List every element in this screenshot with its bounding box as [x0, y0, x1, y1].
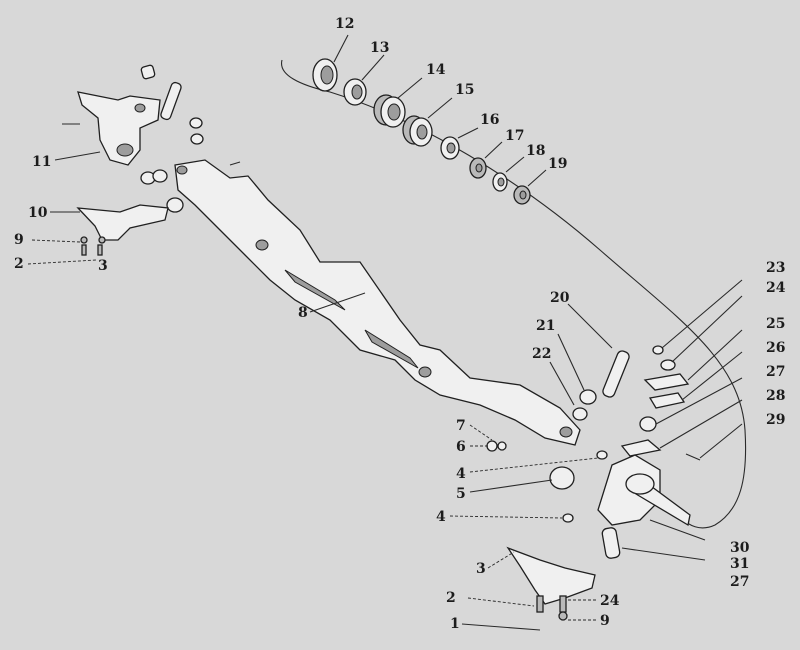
part-13-ring [343, 78, 367, 106]
part-19-cap [513, 185, 531, 205]
callout-6: 6 [456, 439, 466, 455]
part-14-bearing [373, 94, 406, 128]
callout-2-lower: 2 [446, 590, 456, 606]
left-arm-group [27, 204, 169, 265]
callout-31: 31 [730, 556, 749, 572]
callout-24: 24 [766, 280, 786, 296]
part-22-bushing [572, 407, 588, 421]
callout-17: 17 [505, 128, 524, 144]
callout-12: 12 [335, 16, 354, 32]
part-18-washer [492, 172, 508, 192]
callout-4: 4 [456, 466, 466, 482]
callout-20: 20 [550, 290, 570, 306]
callout-26: 26 [766, 340, 785, 356]
bearing-parts-group [281, 34, 747, 529]
part-10-arm [76, 204, 169, 241]
part-12-seal [312, 58, 338, 92]
callout-2: 2 [14, 256, 24, 272]
callout-5: 5 [456, 486, 466, 502]
part-20-pin [602, 350, 630, 398]
callout-25: 25 [766, 316, 785, 332]
callout-21: 21 [536, 318, 555, 334]
callout-15: 15 [455, 82, 474, 98]
hardware-group [449, 424, 608, 523]
callout-8: 8 [298, 305, 308, 321]
lower-arm-group [461, 546, 598, 631]
part-21-bushing [579, 389, 597, 405]
callout-24-lower: 24 [600, 593, 620, 609]
callout-labels: 12 13 14 15 16 17 18 19 11 10 9 2 3 8 20… [14, 16, 786, 632]
callout-3: 3 [98, 258, 108, 274]
right-knuckle-group [597, 279, 743, 561]
callout-23: 23 [766, 260, 785, 276]
callout-28: 28 [766, 388, 785, 404]
callout-11: 11 [32, 154, 51, 170]
callout-27: 27 [766, 364, 785, 380]
callout-30: 30 [730, 540, 750, 556]
part-28-cap [620, 439, 662, 457]
callout-19: 19 [548, 156, 567, 172]
part-23-pin [652, 345, 664, 355]
left-knuckle-group [54, 64, 204, 213]
part-27-bushing [639, 416, 657, 432]
part-26-shim [648, 392, 686, 409]
part-31-pin [601, 527, 621, 559]
part-15-bearing-race [402, 115, 433, 147]
callout-7: 7 [456, 418, 466, 434]
callout-13: 13 [370, 40, 389, 56]
callout-10: 10 [28, 205, 48, 221]
callout-27-lower: 27 [730, 574, 749, 590]
part-8-axle-beam [174, 159, 581, 446]
assembly-axis-line [281, 59, 747, 529]
callout-9: 9 [14, 232, 24, 248]
callout-4-lower: 4 [436, 509, 446, 525]
part-16-washer [440, 136, 460, 160]
callout-18: 18 [526, 143, 545, 159]
part-5-bushing [549, 466, 575, 490]
part-17-nut [469, 157, 487, 179]
callout-29: 29 [766, 412, 785, 428]
callout-9-lower: 9 [600, 613, 610, 629]
axle-beam-group [174, 159, 581, 446]
part-24-washer [660, 359, 676, 371]
callout-22: 22 [532, 346, 551, 362]
callout-16: 16 [480, 112, 499, 128]
part-3-arm [506, 546, 596, 605]
callout-1: 1 [450, 616, 460, 632]
callout-3-lower: 3 [476, 561, 486, 577]
callout-14: 14 [426, 62, 446, 78]
kingpin-group [549, 303, 630, 421]
part-25-plate [643, 373, 690, 391]
